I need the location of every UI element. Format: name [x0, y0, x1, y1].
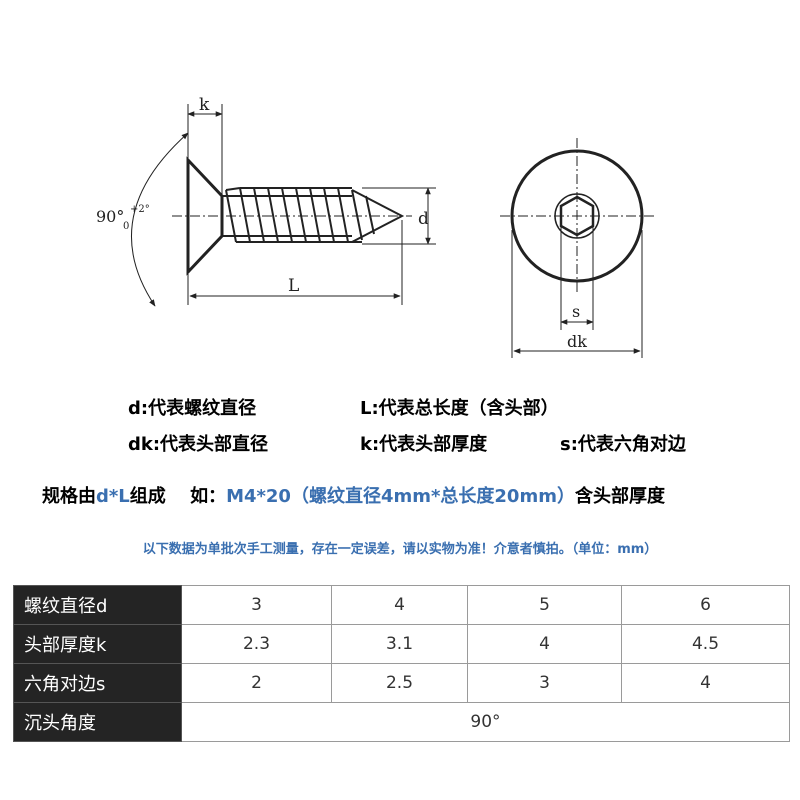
- table-cell: 4: [331, 585, 468, 625]
- row-label: 六角对边s: [13, 663, 182, 703]
- spec-formula: d*L: [96, 486, 130, 507]
- top-view-labels: s dk: [567, 302, 587, 351]
- row-label: 沉头角度: [13, 702, 182, 742]
- legend-k: k:代表头部厚度: [360, 434, 488, 455]
- spec-prefix: 规格由: [42, 486, 96, 507]
- d-label: d: [418, 209, 429, 229]
- angle-label: 90°: [96, 207, 124, 226]
- table-row: 螺纹直径d 3 4 5 6: [13, 585, 790, 625]
- table-cell: 2.3: [181, 624, 332, 664]
- table-cell: 5: [467, 585, 622, 625]
- spec-tail: 含头部厚度: [574, 486, 665, 507]
- table-cell: 3: [467, 663, 622, 703]
- table-cell: 90°: [181, 702, 790, 742]
- dk-label: dk: [567, 332, 587, 351]
- table-cell: 3.1: [331, 624, 468, 664]
- spec-suffix: 组成: [129, 486, 166, 507]
- row-label: 头部厚度k: [13, 624, 182, 664]
- legend-d: d:代表螺纹直径: [128, 398, 257, 419]
- table-cell: 2: [181, 663, 332, 703]
- table-row: 头部厚度k 2.3 3.1 4 4.5: [13, 624, 790, 664]
- legend-s: s:代表六角对边: [560, 434, 686, 455]
- measurement-note: 以下数据为单批次手工测量，存在一定误差，请以实物为准！介意者慎拍。（单位：mm）: [142, 542, 658, 557]
- screw-threads: [225, 187, 375, 243]
- spec-explanation: 规格由d*L组成 如：M4*20（螺纹直径4mm*总长度20mm）含头部厚度: [42, 482, 665, 508]
- angle-tol-lower: 0: [123, 221, 129, 232]
- screw-dimension-diagram: k 90° +2° 0 d L s dk: [96, 95, 654, 358]
- angle-tol-upper: +2°: [130, 204, 150, 215]
- side-view-labels: k 90° +2° 0 d L: [96, 95, 429, 296]
- legend-dk: dk:代表头部直径: [128, 434, 269, 455]
- screw-side-view: [130, 104, 436, 307]
- table-cell: 4: [621, 663, 790, 703]
- legend-L: L:代表总长度（含头部）: [360, 398, 559, 419]
- table-cell: 4: [467, 624, 622, 664]
- table-row: 六角对边s 2 2.5 3 4: [13, 663, 790, 703]
- spec-table: 螺纹直径d 3 4 5 6 头部厚度k 2.3 3.1 4 4.5 六角对边s …: [13, 585, 790, 742]
- table-row: 沉头角度 90°: [13, 702, 790, 742]
- row-label: 螺纹直径d: [13, 585, 182, 625]
- table-cell: 4.5: [621, 624, 790, 664]
- L-label: L: [288, 276, 299, 296]
- spec-example-label: 如：: [190, 486, 227, 507]
- table-cell: 3: [181, 585, 332, 625]
- spec-example: M4*20（螺纹直径4mm*总长度20mm）: [226, 486, 575, 507]
- s-label: s: [572, 302, 580, 321]
- k-label: k: [199, 95, 210, 115]
- table-cell: 6: [621, 585, 790, 625]
- table-cell: 2.5: [331, 663, 468, 703]
- screw-top-view: [500, 138, 654, 358]
